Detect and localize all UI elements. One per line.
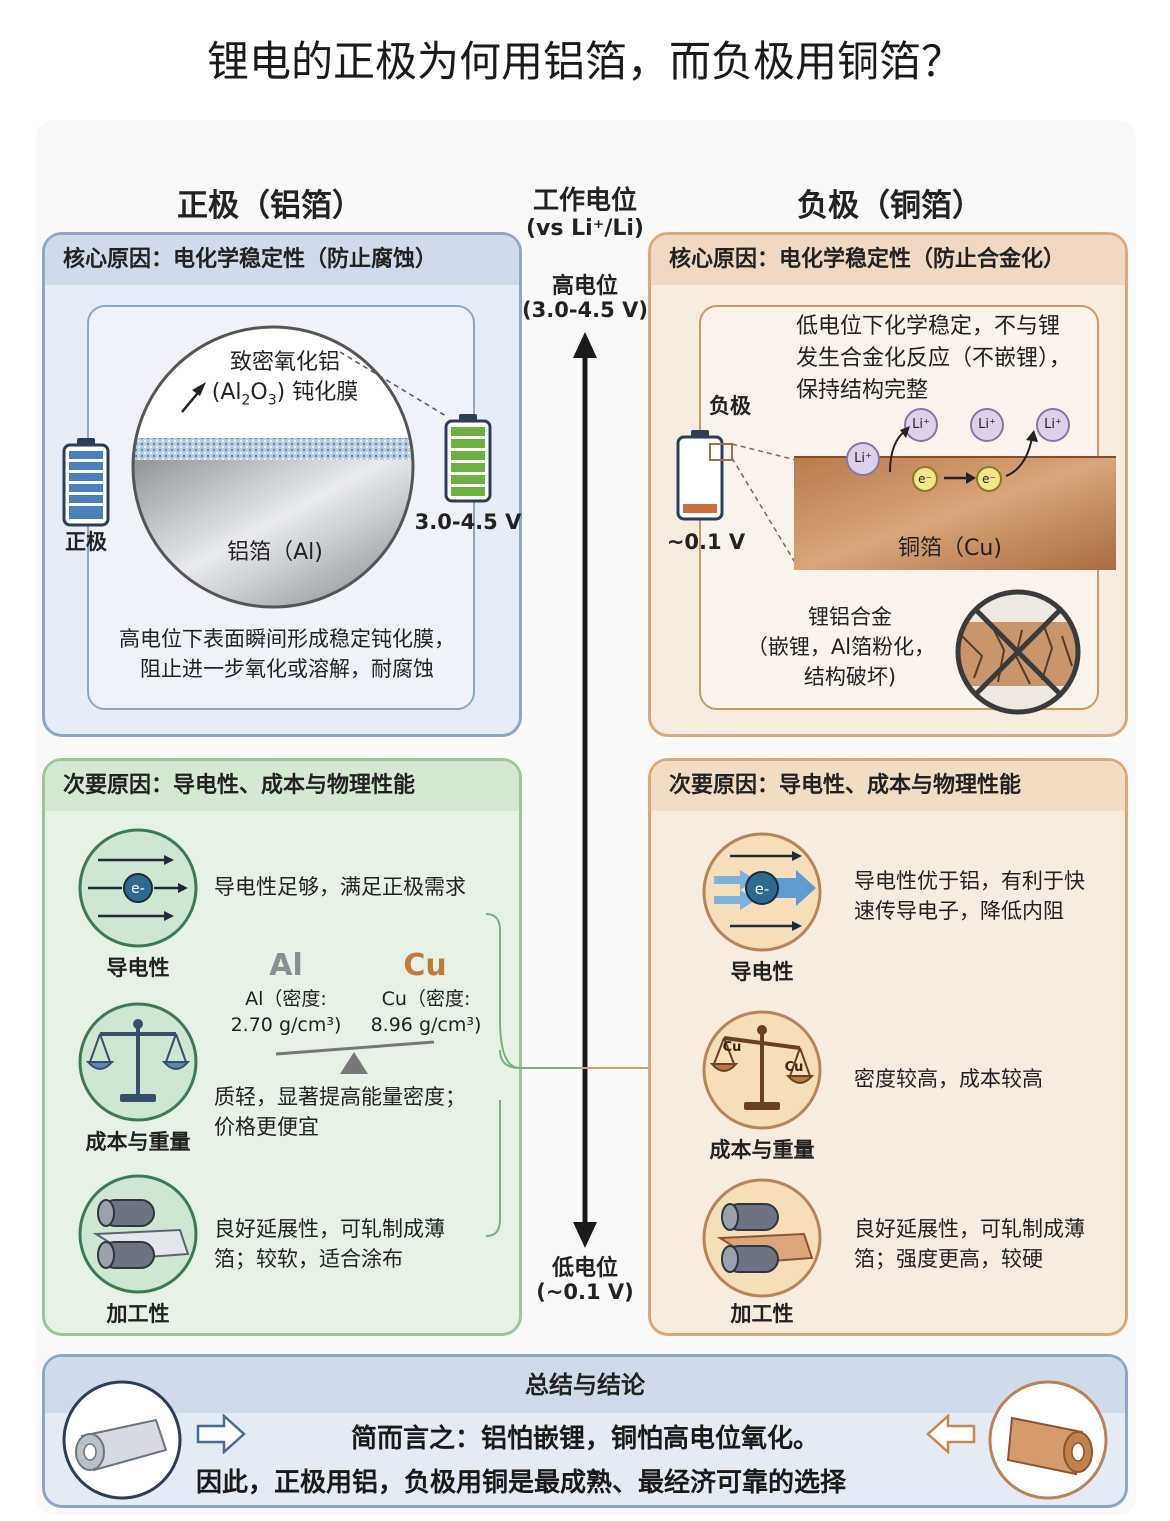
anode-title: 负极（铜箔） bbox=[797, 188, 983, 224]
cathode-battery-label: 正极 bbox=[65, 530, 107, 554]
axis-high-range: (3.0-4.5 V) bbox=[522, 298, 648, 322]
li-ion-2: Li⁺ bbox=[904, 408, 938, 442]
cathode-process-desc-1: 良好延展性，可轧制成薄 bbox=[214, 1217, 445, 1241]
anode-conductivity-label: 导电性 bbox=[730, 960, 794, 984]
al-density-1: Al（密度: bbox=[245, 988, 327, 1010]
anode-roller-icon bbox=[702, 1178, 822, 1298]
anode-process-desc-2: 箔；强度更高，较硬 bbox=[854, 1247, 1043, 1271]
potential-axis-arrow bbox=[573, 332, 597, 1248]
anode-scale-icon bbox=[702, 1010, 822, 1130]
anode-cost-desc: 密度较高，成本较高 bbox=[854, 1067, 1043, 1091]
anode-battery-label: 负极 bbox=[709, 394, 751, 418]
cathode-conductivity-icon: e- bbox=[78, 828, 198, 948]
cathode-battery-icon bbox=[62, 438, 110, 527]
cathode-cost-desc-1: 质轻，显著提高能量密度； bbox=[214, 1085, 466, 1109]
anode-process-label: 加工性 bbox=[730, 1302, 794, 1326]
alloy-label-1: 锂铝合金 bbox=[808, 605, 892, 629]
cathode-core-desc-2: 阻止进一步氧化或溶解，耐腐蚀 bbox=[140, 657, 434, 681]
axis-high-label: 高电位 bbox=[551, 274, 618, 299]
charged-battery-icon bbox=[444, 414, 492, 503]
anode-battery-icon bbox=[676, 430, 733, 521]
page-title: 锂电的正极为何用铝箔，而负极用铜箔？ bbox=[206, 37, 963, 86]
cathode-scale-icon bbox=[78, 1002, 198, 1122]
summary-line-2: 因此，正极用铝，负极用铜是最成熟、最经济可靠的选择 bbox=[196, 1468, 847, 1498]
tilted-balance-beam bbox=[275, 1040, 435, 1074]
anode-voltage: ~0.1 V bbox=[666, 530, 746, 554]
li-ion-1: Li⁺ bbox=[846, 442, 880, 476]
summary-line-1: 简而言之：铝怕嵌锂，铜怕高电位氧化。 bbox=[350, 1424, 819, 1454]
cu-density-2: 8.96 g/cm³) bbox=[370, 1014, 482, 1036]
alloy-label-2: （嵌锂，Al箔粉化， bbox=[746, 635, 936, 659]
anode-core-header: 核心原因：电化学稳定性（防止合金化） bbox=[651, 235, 1125, 285]
broken-alloy-prohibited-icon bbox=[955, 589, 1081, 715]
cathode-conductivity-label: 导电性 bbox=[106, 956, 170, 980]
anode-cost-label: 成本与重量 bbox=[709, 1138, 815, 1162]
passivation-label-line1: 致密氧化铝 bbox=[229, 350, 340, 375]
cathode-roller-icon bbox=[78, 1174, 198, 1294]
axis-title: 工作电位 bbox=[532, 186, 637, 216]
cathode-conductivity-desc: 导电性足够，满足正极需求 bbox=[214, 875, 466, 899]
svg-text:e-: e- bbox=[131, 881, 145, 897]
cu-symbol: Cu bbox=[403, 948, 447, 983]
cathode-process-desc-2: 箔；较软，适合涂布 bbox=[214, 1247, 403, 1271]
anode-desc-1: 低电位下化学稳定，不与锂 bbox=[796, 314, 1061, 339]
electron-1: e⁻ bbox=[912, 466, 938, 492]
ion-path-arrows bbox=[889, 426, 1038, 484]
anode-zoom-lines bbox=[731, 443, 797, 565]
zoom-connector-lines bbox=[340, 351, 447, 417]
al-symbol: Al bbox=[269, 948, 303, 983]
scale-cu-label-right: Cu bbox=[784, 1060, 804, 1075]
right-outline-arrow-icon bbox=[196, 1414, 246, 1454]
alloy-label-3: 结构破坏) bbox=[803, 665, 897, 689]
summary-header: 总结与结论 bbox=[45, 1357, 1125, 1413]
scale-cu-label-left: Cu bbox=[722, 1040, 742, 1055]
axis-subtitle: (vs Li⁺/Li) bbox=[526, 216, 644, 241]
anode-conductivity-desc-1: 导电性优于铝，有利于快 bbox=[854, 869, 1085, 893]
aluminum-roll-icon bbox=[62, 1380, 182, 1500]
cathode-secondary-header: 次要原因：导电性、成本与物理性能 bbox=[45, 761, 519, 811]
cathode-cost-label: 成本与重量 bbox=[85, 1130, 191, 1154]
axis-low-label: 低电位 bbox=[551, 1256, 618, 1281]
li-ion-4: Li⁺ bbox=[1036, 408, 1070, 442]
axis-low-range: (~0.1 V) bbox=[536, 1280, 634, 1304]
electron-2: e⁻ bbox=[976, 466, 1002, 492]
cathode-voltage: 3.0-4.5 V bbox=[414, 510, 522, 534]
aluminum-foil-label: 铝箔（Al) bbox=[227, 540, 323, 565]
passivation-label-line2: (Al2O3) 钝化膜 bbox=[211, 380, 359, 409]
anode-conductivity-desc-2: 速传导电子，降低内阻 bbox=[854, 899, 1064, 923]
copper-foil-block bbox=[794, 456, 1116, 570]
copper-roll-icon bbox=[988, 1380, 1108, 1500]
svg-text:e-: e- bbox=[755, 880, 770, 898]
aluminum-foil-magnified bbox=[131, 325, 415, 609]
anode-process-desc-1: 良好延展性，可轧制成薄 bbox=[854, 1217, 1085, 1241]
copper-foil-label: 铜箔（Cu) bbox=[898, 536, 1002, 561]
li-ion-3: Li⁺ bbox=[970, 408, 1004, 442]
anode-secondary-header: 次要原因：导电性、成本与物理性能 bbox=[651, 761, 1125, 811]
al-density-2: 2.70 g/cm³) bbox=[230, 1014, 342, 1036]
cathode-cost-desc-2: 价格更便宜 bbox=[214, 1115, 319, 1139]
anode-desc-2: 发生合金化反应（不嵌锂）， bbox=[796, 346, 1072, 371]
cathode-core-desc-1: 高电位下表面瞬间形成稳定钝化膜， bbox=[119, 627, 455, 651]
anode-desc-3: 保持结构完整 bbox=[796, 378, 929, 403]
cathode-core-header: 核心原因：电化学稳定性（防止腐蚀） bbox=[45, 235, 519, 285]
anode-conductivity-icon: e- bbox=[702, 832, 822, 952]
cathode-title: 正极（铝箔） bbox=[177, 188, 363, 224]
cu-density-1: Cu（密度: bbox=[381, 988, 471, 1010]
cathode-process-label: 加工性 bbox=[106, 1302, 170, 1326]
left-outline-arrow-icon bbox=[926, 1414, 976, 1454]
